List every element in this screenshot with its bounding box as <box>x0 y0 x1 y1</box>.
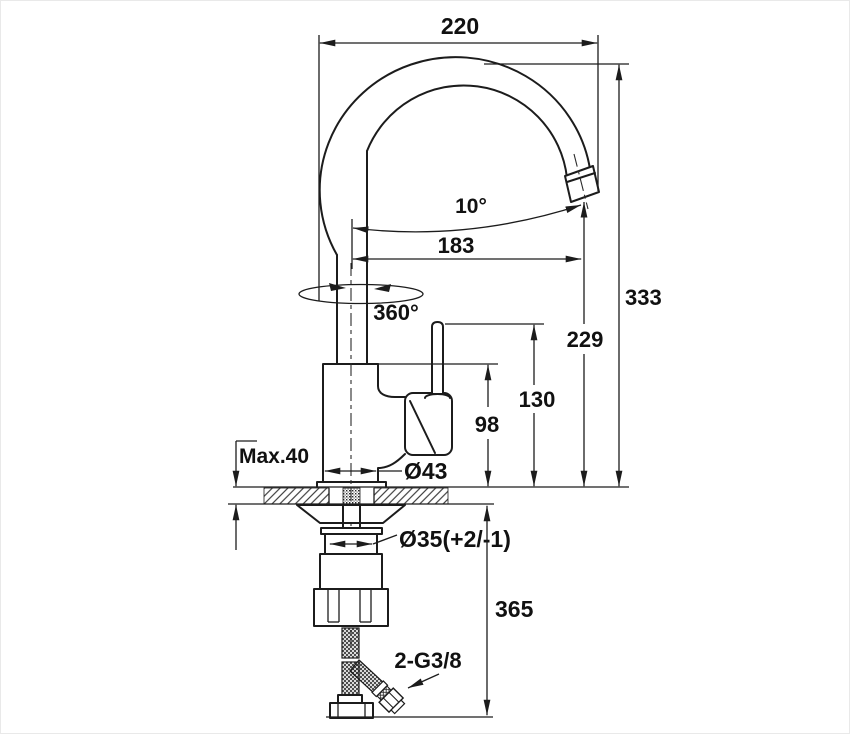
braided-hose-upper <box>341 627 360 659</box>
dim-label-hose-length: 365 <box>495 596 534 622</box>
dim-label-connections: 2-G3/8 <box>394 648 461 673</box>
cone-washer <box>296 504 406 524</box>
faucet-outline <box>298 56 600 646</box>
swivel-arrow-right <box>374 284 391 292</box>
dim-label-handle-height: 130 <box>519 387 556 412</box>
g38-connector-diagonal <box>371 680 406 715</box>
dim-label-swivel: 360° <box>373 300 419 325</box>
mounting-hardware <box>296 487 406 627</box>
dim-label-body-height: 98 <box>475 412 499 437</box>
dim-label-spout-reach: 183 <box>438 233 475 258</box>
spout-tip-seam <box>566 172 596 183</box>
dim-label-hole-diameter: Ø35(+2/-1) <box>399 526 511 552</box>
dim-183: 183 <box>352 233 582 263</box>
dim-label-overall-height: 333 <box>625 285 662 310</box>
nut-cylinder <box>319 553 383 590</box>
swivel-ellipse <box>298 283 424 305</box>
swivel-arrow-left <box>329 283 346 291</box>
dim-label-outlet-height: 229 <box>567 327 604 352</box>
castellation-slots <box>327 589 372 623</box>
body-column-left-top <box>322 363 379 483</box>
countertop-hatch-right <box>373 487 449 505</box>
dim-max40: Max.40 <box>232 440 309 550</box>
dim-98: 98 <box>378 363 499 487</box>
dim-130: 130 <box>445 323 556 487</box>
dim-229: 229 <box>567 202 604 487</box>
dim-label-max-thickness: Max.40 <box>239 445 309 468</box>
threaded-shank-section <box>342 487 361 505</box>
spout-outer-arc <box>318 56 591 256</box>
body-lower-neck <box>377 453 406 483</box>
castellated-nut <box>313 588 389 627</box>
dim-label-spout-width: 220 <box>441 13 479 39</box>
spout-inner-arc <box>366 84 568 179</box>
dim-label-base-diameter: Ø43 <box>404 458 447 484</box>
g38-nut-horizontal <box>329 702 374 719</box>
handle-base-diagonal <box>409 400 436 454</box>
hose-ferrule <box>337 694 363 704</box>
dim-spout-angle: 10° <box>351 195 582 269</box>
countertop-hatch-left <box>263 487 330 505</box>
countertop-section <box>228 486 629 505</box>
body-shoulder <box>377 363 406 398</box>
handle-base-block <box>404 392 453 456</box>
dim-333: 333 <box>484 63 662 487</box>
dim-d43: Ø43 <box>324 458 447 484</box>
spout-tip-centerline <box>573 153 589 210</box>
dim-365: 365 <box>483 505 534 716</box>
dim-220: 220 <box>318 13 599 301</box>
dim-label-spout-angle: 10° <box>455 195 487 218</box>
handle-collar-arc <box>424 393 451 399</box>
handle-lever-bar <box>431 321 444 393</box>
supply-hoses <box>326 627 493 719</box>
dim-d35: Ø35(+2/-1) <box>329 526 511 552</box>
dim-g38: 2-G3/8 <box>394 648 462 689</box>
